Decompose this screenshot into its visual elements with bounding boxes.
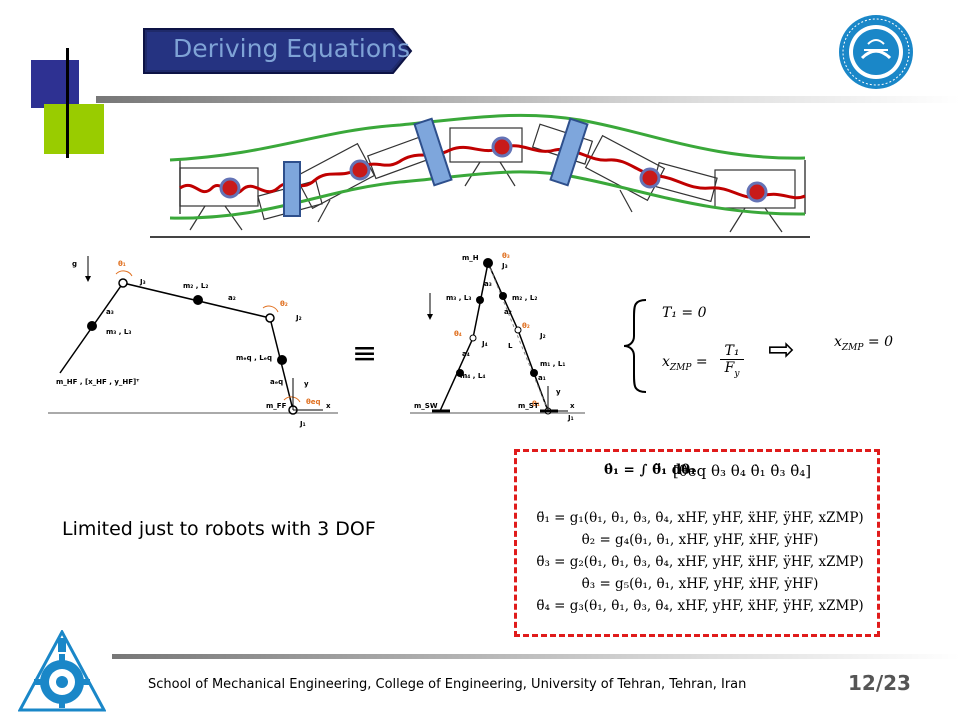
theta-eq-label: θeq bbox=[306, 398, 321, 406]
a3-label: a₃ bbox=[106, 308, 114, 316]
footer-text: School of Mechanical Engineering, Colleg… bbox=[148, 677, 747, 692]
limitation-note: Limited just to robots with 3 DOF bbox=[62, 518, 376, 540]
robot-4link-diagram: m_H θ₃ J₃ a₃ a₂ m₃ , L₃ m₂ , L₂ θ₄ θ₂ J₄… bbox=[410, 252, 585, 422]
slide-title: Deriving Equations bbox=[173, 34, 410, 63]
snake-robot-illustration bbox=[150, 113, 810, 238]
mhf-label: m_HF , [x_HF , y_HF]ᵀ bbox=[56, 378, 139, 386]
m3l3-label-r: m₃ , L₃ bbox=[446, 294, 471, 302]
m1l1-label: m₁ , L₁ bbox=[540, 360, 565, 368]
footer-rule bbox=[112, 654, 960, 659]
theta1-label-r: θ₁ bbox=[532, 400, 540, 408]
equations-box: θ̇₁ = ∫ θ̈₁ dθ₁ [θeq θ₃ θ₄ θ̇₁ θ̇₃ θ̇₄] … bbox=[514, 449, 880, 637]
equation-2: θ̇₂ = g₄(θ₁, θ̇₁, xHF, yHF, ẋHF, ẏHF) bbox=[581, 532, 819, 548]
a3-label-r: a₃ bbox=[484, 280, 492, 288]
fraction-numerator: T₁ bbox=[720, 343, 744, 360]
page-number: 12/23 bbox=[848, 671, 911, 695]
result-xzmp: xZMP = 0 bbox=[834, 334, 893, 353]
j1-label-r: J₁ bbox=[567, 414, 574, 422]
j3-label-r: J₃ bbox=[501, 262, 508, 270]
theta1-label: θ₁ bbox=[118, 260, 126, 268]
theta3-label: θ₃ bbox=[502, 252, 510, 260]
fy-sub: y bbox=[734, 368, 740, 379]
left-brace bbox=[623, 299, 647, 393]
fy-f: F bbox=[724, 360, 735, 376]
xzmp-fraction: T₁ Fy bbox=[720, 343, 744, 379]
theta2-label-r: θ₂ bbox=[522, 322, 530, 330]
y-axis-label: y bbox=[304, 380, 309, 388]
equivalent-symbol: ≡ bbox=[352, 336, 378, 371]
y-axis-label-r: y bbox=[556, 388, 561, 396]
result-x: x bbox=[834, 334, 842, 350]
equation-3: θ̈₃ = g₂(θ₁, θ̇₁, θ̇₃, θ̇₄, xHF, yHF, ẍH… bbox=[536, 554, 864, 570]
mst-label: m_ST bbox=[518, 402, 539, 410]
j2-label-r: J₂ bbox=[539, 332, 546, 340]
mh-label: m_H bbox=[462, 254, 479, 262]
result-sub: ZMP bbox=[841, 342, 864, 353]
msw-label: m_SW bbox=[414, 402, 438, 410]
j3-label: J₃ bbox=[139, 278, 146, 286]
robot-3dof-diagram: g θ₁ J₃ m₂ , L₂ a₂ a₃ θ₂ m₃ , L₃ J₂ mₑq … bbox=[48, 256, 338, 428]
j4-label: J₄ bbox=[481, 340, 488, 348]
x-axis-label: x bbox=[326, 402, 331, 410]
x-axis-label-r: x bbox=[570, 402, 575, 410]
j2-label: J₂ bbox=[295, 314, 302, 322]
equation-5: θ̈₄ = g₃(θ₁, θ̇₁, θ̇₃, θ̇₄, xHF, yHF, ẍH… bbox=[536, 598, 864, 614]
xzmp-x: x bbox=[662, 354, 670, 370]
integral-equation: θ̇₁ = ∫ θ̈₁ dθ₁ bbox=[603, 462, 697, 478]
a1-label: a₁ bbox=[538, 374, 546, 382]
state-vector: [θeq θ₃ θ₄ θ̇₁ θ̇₃ θ̇₄] bbox=[672, 462, 812, 480]
j1-label: J₁ bbox=[299, 420, 306, 428]
title-banner bbox=[143, 28, 413, 74]
implies-arrow-icon: ⇨ bbox=[768, 330, 795, 368]
g-label: g bbox=[72, 260, 77, 268]
university-seal-icon bbox=[839, 15, 913, 89]
result-rhs: = 0 bbox=[867, 334, 893, 350]
xzmp-sub: ZMP bbox=[669, 362, 692, 373]
a2-label-r: a₂ bbox=[504, 308, 512, 316]
condition-t1: T₁ = 0 bbox=[662, 305, 707, 321]
m2l2-label: m₂ , L₂ bbox=[183, 282, 208, 290]
m2l2-label-r: m₂ , L₂ bbox=[512, 294, 537, 302]
m4l4-label: m₄ , L₄ bbox=[460, 372, 485, 380]
fraction-denominator: Fy bbox=[720, 360, 744, 379]
decor-square-green bbox=[44, 104, 104, 154]
meq-label: mₑq , Lₑq bbox=[236, 354, 272, 362]
decor-vertical-line bbox=[66, 48, 69, 158]
mechanical-engineering-emblem-icon bbox=[18, 630, 106, 712]
header-rule bbox=[96, 96, 960, 103]
l-label: L bbox=[508, 342, 513, 350]
m3l3-label: m₃ , L₃ bbox=[106, 328, 131, 336]
theta2-label: θ₂ bbox=[280, 300, 288, 308]
a2-label: a₂ bbox=[228, 294, 236, 302]
decor-square-blue bbox=[31, 60, 79, 108]
theta4-label: θ₄ bbox=[454, 330, 462, 338]
a4-label: a₄ bbox=[462, 350, 470, 358]
aeq-label: aₑq bbox=[270, 378, 283, 386]
condition-xzmp-lhs: xZMP = bbox=[662, 354, 708, 373]
equation-4: θ̇₃ = g₅(θ₁, θ̇₁, xHF, yHF, ẋHF, ẏHF) bbox=[581, 576, 819, 592]
equation-1: θ̈₁ = g₁(θ₁, θ̇₁, θ̇₃, θ̇₄, xHF, yHF, ẍH… bbox=[536, 510, 864, 526]
xzmp-equals: = bbox=[695, 354, 708, 370]
mff-label: m_FF bbox=[266, 402, 287, 410]
